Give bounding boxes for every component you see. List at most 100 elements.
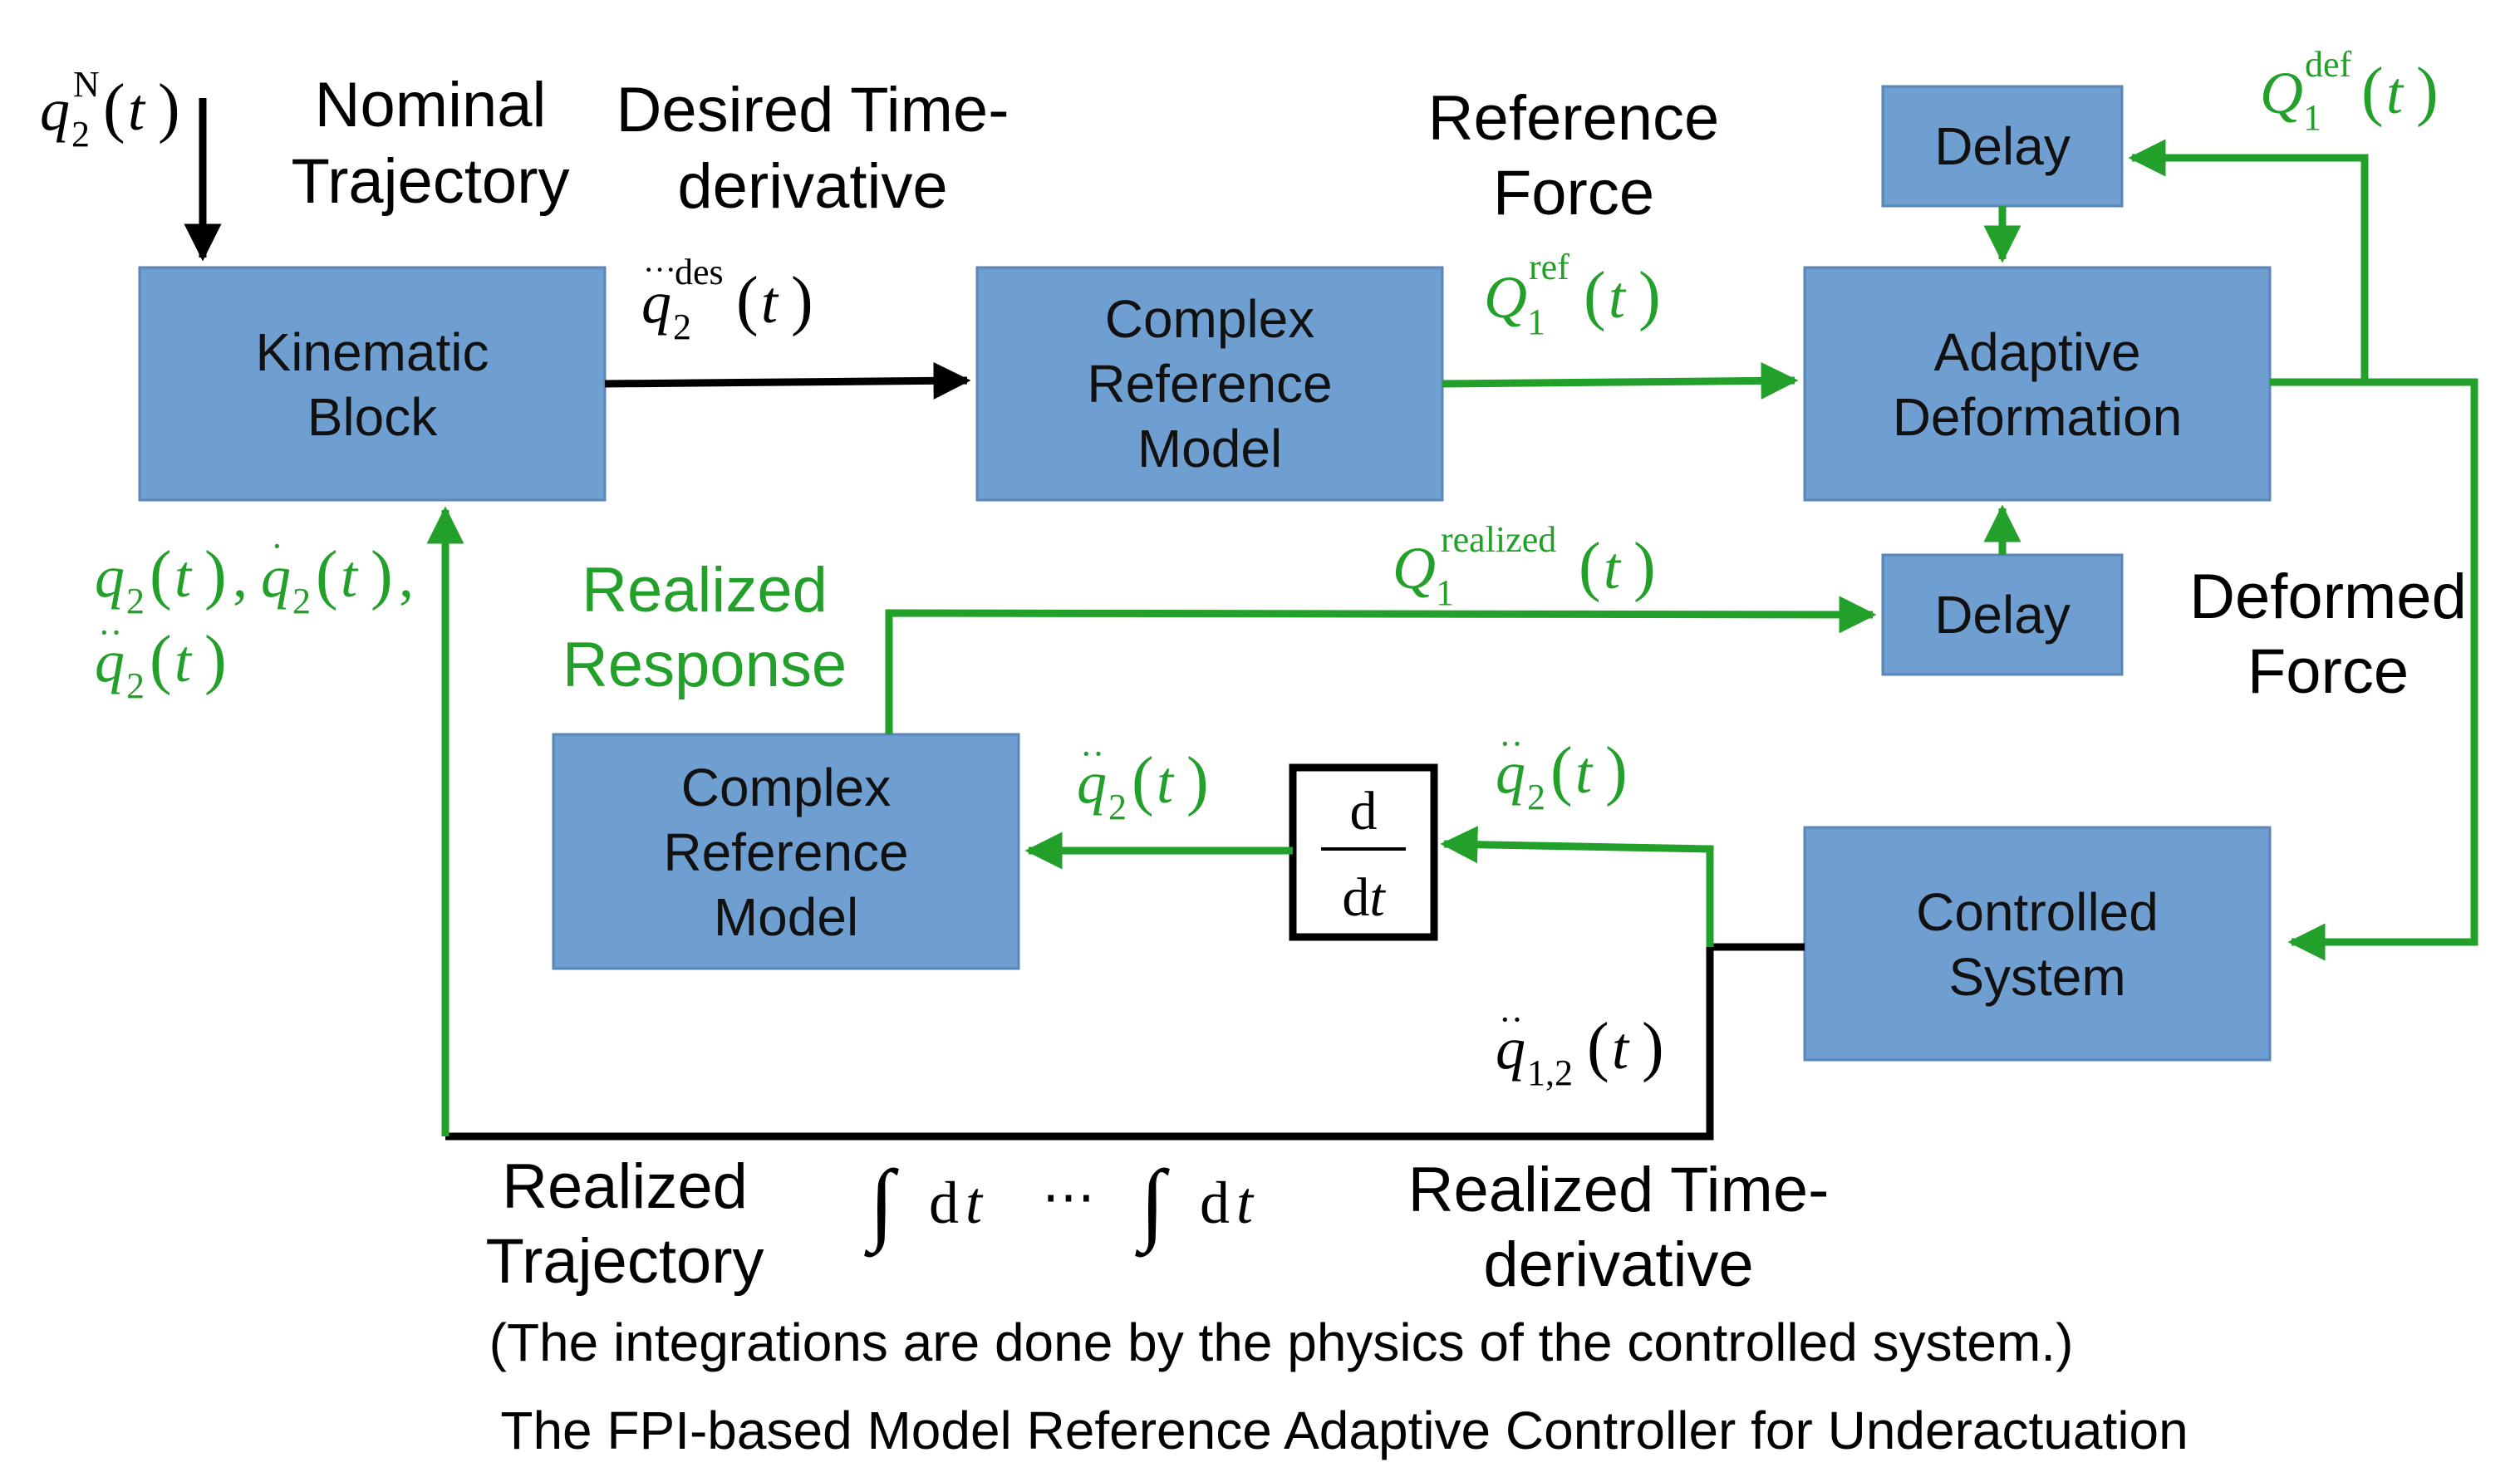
label-realized-time-derivative: Realized Time- derivative xyxy=(1408,1155,1830,1300)
svg-text:Response: Response xyxy=(562,630,847,700)
svg-text:Realized: Realized xyxy=(502,1151,748,1222)
svg-text:∫: ∫ xyxy=(1135,1151,1170,1258)
diagram-caption: The FPI-based Model Reference Adaptive C… xyxy=(500,1401,2188,1460)
svg-text:q: q xyxy=(641,269,671,336)
svg-text:Q: Q xyxy=(2260,60,2303,126)
svg-text:1,2: 1,2 xyxy=(1527,1052,1573,1093)
svg-text:(: ( xyxy=(150,538,172,611)
controlled-system-block: Controlled System xyxy=(1803,826,2272,1062)
svg-text:q: q xyxy=(261,543,291,610)
svg-text:(: ( xyxy=(1584,259,1606,332)
svg-text:q: q xyxy=(40,76,70,143)
svg-text:⋯: ⋯ xyxy=(1042,1167,1095,1226)
svg-text:): ) xyxy=(2416,55,2439,128)
svg-text:): ) xyxy=(371,538,393,611)
math-q2-desired: ··· q 2 des ( t ) xyxy=(641,251,813,347)
svg-text:1: 1 xyxy=(1436,572,1454,613)
svg-text:): ) xyxy=(204,623,227,696)
math-Q1-reference: Q 1 ref ( t ) xyxy=(1484,247,1661,342)
svg-text:d: d xyxy=(1200,1170,1230,1236)
svg-text:Realized: Realized xyxy=(582,555,828,626)
svg-text:Force: Force xyxy=(2247,636,2409,707)
label-realized-trajectory: Realized Trajectory xyxy=(485,1151,764,1297)
svg-text:Q: Q xyxy=(1393,535,1436,601)
kinematic-label-2: Block xyxy=(307,387,439,447)
svg-text:Q: Q xyxy=(1484,264,1527,331)
svg-text:1: 1 xyxy=(2303,97,2321,138)
svg-text:(: ( xyxy=(316,538,338,611)
svg-text:·: · xyxy=(271,526,283,567)
arrow-realized-response xyxy=(885,596,1877,734)
line-realized-trajectory xyxy=(445,943,1805,1141)
svg-text:t: t xyxy=(761,269,779,336)
svg-text:t: t xyxy=(965,1170,984,1236)
svg-text:∫: ∫ xyxy=(864,1151,899,1258)
adaptive-label-2: Deformation xyxy=(1893,387,2183,447)
svg-text:2: 2 xyxy=(126,665,145,706)
svg-text:··: ·· xyxy=(1080,734,1104,774)
math-q12-ddot: ·· q 1,2 ( t ) xyxy=(1496,999,1664,1093)
derivative-numerator: d xyxy=(1350,781,1378,841)
svg-text:t: t xyxy=(1157,749,1175,816)
derivative-denominator: dt xyxy=(1342,867,1386,928)
svg-text:(: ( xyxy=(1550,734,1573,807)
math-Q1-deformed: Q 1 def ( t ) xyxy=(2260,44,2439,138)
svg-text:··: ·· xyxy=(1499,724,1523,764)
svg-text:): ) xyxy=(158,71,180,145)
svg-text:q: q xyxy=(1496,1015,1525,1082)
kinematic-label-1: Kinematic xyxy=(256,322,489,382)
svg-text:(: ( xyxy=(1132,744,1154,817)
label-deformed-force: Deformed Force xyxy=(2189,562,2467,707)
adaptive-deformation-block: Adaptive Deformation xyxy=(1803,266,2272,502)
delay-block-top: Delay xyxy=(1881,85,2124,208)
svg-text:,: , xyxy=(399,543,414,610)
svg-text:q: q xyxy=(95,543,125,610)
derivative-block: d dt xyxy=(1289,763,1438,941)
arrow-to-derivative xyxy=(1440,826,1714,947)
crm-bottom-label-1: Complex xyxy=(681,758,892,817)
svg-text:2: 2 xyxy=(292,581,311,621)
svg-text:N: N xyxy=(73,64,100,105)
arrow-deformed-force xyxy=(2270,378,2478,961)
crm-bottom-label-3: Model xyxy=(714,887,858,947)
arrow-deformed-feedback xyxy=(2128,139,2369,382)
controlled-label-2: System xyxy=(1948,947,2125,1007)
svg-text:2: 2 xyxy=(673,307,691,347)
math-Q1-realized: Q 1 realized ( t ) xyxy=(1393,519,1656,613)
svg-text:t: t xyxy=(1609,264,1627,331)
svg-text:2: 2 xyxy=(126,581,145,621)
arrow-desired-derivative xyxy=(604,361,971,400)
svg-text:Nominal: Nominal xyxy=(315,70,547,140)
delay-top-label: Delay xyxy=(1934,116,2071,176)
svg-text:Trajectory: Trajectory xyxy=(485,1226,764,1297)
svg-text:t: t xyxy=(1575,739,1594,806)
svg-text:,: , xyxy=(233,543,248,610)
svg-text:): ) xyxy=(791,264,813,337)
complex-reference-model-top: Complex Reference Model xyxy=(975,266,1444,502)
svg-text:Desired Time-: Desired Time- xyxy=(616,75,1009,145)
delay-block-middle: Delay xyxy=(1881,553,2124,676)
math-integrals: ∫ d t ⋯ ∫ d t xyxy=(864,1151,1255,1258)
svg-text:realized: realized xyxy=(1441,519,1556,560)
svg-text:··: ·· xyxy=(98,612,122,653)
svg-text:q: q xyxy=(1077,749,1107,816)
svg-text:q: q xyxy=(95,628,125,694)
svg-text:Deformed: Deformed xyxy=(2189,562,2467,632)
delay-mid-label: Delay xyxy=(1934,585,2071,645)
math-q2-ddot-left: ·· q 2 ( t ) xyxy=(95,612,227,706)
arrow-reference-force xyxy=(1442,361,1799,400)
svg-text:2: 2 xyxy=(1108,787,1127,827)
label-reference-force: Reference Force xyxy=(1428,83,1720,228)
svg-text:t: t xyxy=(2386,60,2405,126)
svg-text:Reference: Reference xyxy=(1428,83,1720,154)
math-q2-ddot-derivative-in: ·· q 2 ( t ) xyxy=(1496,724,1628,817)
svg-text:t: t xyxy=(174,543,193,610)
svg-text:): ) xyxy=(1186,744,1209,817)
svg-text:1: 1 xyxy=(1527,302,1545,342)
svg-text:···: ··· xyxy=(643,251,676,288)
integration-note: (The integrations are done by the physic… xyxy=(489,1313,2074,1372)
svg-text:t: t xyxy=(1236,1170,1255,1236)
svg-text:··: ·· xyxy=(1499,999,1523,1040)
svg-text:(: ( xyxy=(103,71,125,145)
